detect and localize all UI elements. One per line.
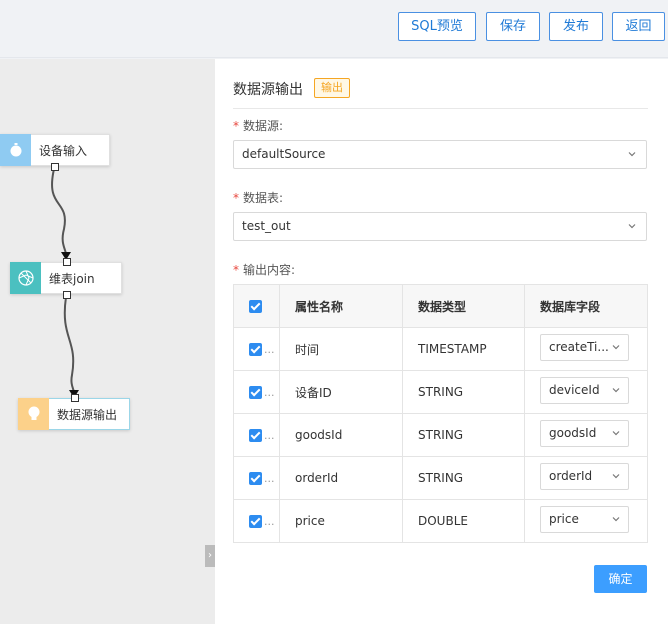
table-row: ... price DOUBLE price xyxy=(233,499,648,543)
ellipsis: ... xyxy=(264,472,275,485)
chevron-down-icon xyxy=(612,431,620,436)
chevron-down-icon xyxy=(612,517,620,522)
sql-preview-button[interactable]: SQL预览 xyxy=(398,12,476,41)
db-field-select[interactable]: createTi... xyxy=(540,334,629,361)
datasource-value: defaultSource xyxy=(242,147,326,161)
config-panel: 数据源输出 输出 *数据源: defaultSource *数据表: test_… xyxy=(215,59,668,624)
data-type-cell: DOUBLE xyxy=(402,499,525,543)
connector-line xyxy=(51,168,67,256)
chevron-down-icon xyxy=(628,224,636,229)
table-select[interactable]: test_out xyxy=(233,212,647,241)
db-field-select[interactable]: deviceId xyxy=(540,377,629,404)
data-type-cell: STRING xyxy=(402,370,525,414)
node-label: 设备输入 xyxy=(39,143,88,158)
required-mark: * xyxy=(233,119,239,133)
ellipsis: ... xyxy=(264,429,275,442)
aperture-icon xyxy=(10,261,41,294)
chevron-down-icon xyxy=(612,388,620,393)
table-header-row: 属性名称 数据类型 数据库字段 xyxy=(233,284,648,328)
chevron-down-icon xyxy=(628,152,636,157)
output-port[interactable] xyxy=(63,291,71,299)
output-port[interactable] xyxy=(51,163,59,171)
data-type-cell: STRING xyxy=(402,456,525,500)
ellipsis: ... xyxy=(264,515,275,528)
stopwatch-icon xyxy=(0,133,31,166)
input-port[interactable] xyxy=(63,258,71,266)
data-type-cell: STRING xyxy=(402,413,525,457)
row-checkbox[interactable] xyxy=(249,515,262,528)
required-mark: * xyxy=(233,191,239,205)
row-checkbox[interactable] xyxy=(249,472,262,485)
db-field-select[interactable]: orderId xyxy=(540,463,629,490)
column-header: 属性名称 xyxy=(279,284,403,328)
node-label: 数据源输出 xyxy=(57,407,118,422)
top-toolbar: SQL预览 保存 发布 返回 xyxy=(0,0,668,58)
chevron-down-icon xyxy=(612,345,620,350)
publish-button[interactable]: 发布 xyxy=(549,12,603,41)
node-label: 维表join xyxy=(49,271,95,286)
table-row: ... 设备ID STRING deviceId xyxy=(233,370,648,414)
attr-name-cell: goodsId xyxy=(279,413,403,457)
table-value: test_out xyxy=(242,219,291,233)
flow-canvas[interactable]: 设备输入 维表join 数据源输出 › xyxy=(0,59,215,624)
datasource-select[interactable]: defaultSource xyxy=(233,140,647,169)
db-field-select[interactable]: price xyxy=(540,506,629,533)
data-type-cell: TIMESTAMP xyxy=(402,327,525,371)
output-content-label: *输出内容: xyxy=(233,263,296,277)
attr-name-cell: 时间 xyxy=(279,327,403,371)
column-header: 数据库字段 xyxy=(524,284,648,328)
node-datasource-output[interactable]: 数据源输出 xyxy=(18,394,130,430)
output-fields-table: 属性名称 数据类型 数据库字段 ... 时间 TIMESTAMP createT… xyxy=(233,284,648,543)
attr-name-cell: price xyxy=(279,499,403,543)
row-checkbox[interactable] xyxy=(249,429,262,442)
row-checkbox[interactable] xyxy=(249,386,262,399)
chevron-down-icon xyxy=(612,474,620,479)
select-all-checkbox[interactable] xyxy=(249,300,262,313)
connector-line xyxy=(63,296,75,394)
row-checkbox[interactable] xyxy=(249,343,262,356)
ellipsis: ... xyxy=(264,386,275,399)
required-mark: * xyxy=(233,263,239,277)
ellipsis: ... xyxy=(264,343,275,356)
table-row: ... orderId STRING orderId xyxy=(233,456,648,500)
save-button[interactable]: 保存 xyxy=(486,12,540,41)
column-header: 数据类型 xyxy=(402,284,525,328)
attr-name-cell: orderId xyxy=(279,456,403,500)
output-tag: 输出 xyxy=(314,78,350,98)
datasource-label: *数据源: xyxy=(233,119,284,133)
arrow-head xyxy=(61,252,71,260)
back-button[interactable]: 返回 xyxy=(612,12,665,41)
panel-title: 数据源输出 xyxy=(233,82,303,98)
divider xyxy=(233,108,648,109)
node-dimension-join[interactable]: 维表join xyxy=(10,258,122,299)
select-all-cell[interactable] xyxy=(233,284,280,328)
table-row: ... 时间 TIMESTAMP createTi... xyxy=(233,327,648,371)
lightbulb-icon xyxy=(18,397,49,430)
input-port[interactable] xyxy=(71,394,79,402)
table-row: ... goodsId STRING goodsId xyxy=(233,413,648,457)
collapse-panel-handle[interactable]: › xyxy=(205,545,215,567)
table-label: *数据表: xyxy=(233,191,284,205)
db-field-select[interactable]: goodsId xyxy=(540,420,629,447)
node-device-input[interactable]: 设备输入 xyxy=(0,133,110,171)
attr-name-cell: 设备ID xyxy=(279,370,403,414)
confirm-button[interactable]: 确定 xyxy=(594,565,647,593)
